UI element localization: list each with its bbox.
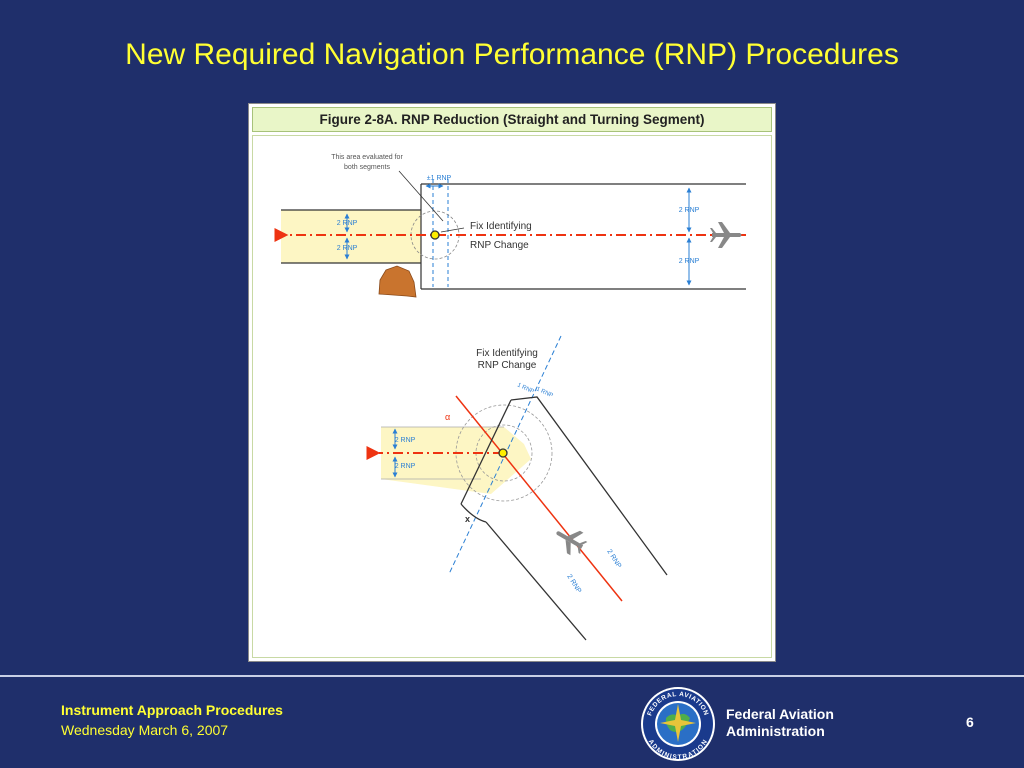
faa-name: Federal Aviation Administration [726,706,834,740]
slide-title: New Required Navigation Performance (RNP… [125,38,899,71]
label-2rnp-bottom-down: 2 RNP [395,463,416,470]
area-note-leader [398,170,444,222]
label-2rnp-left-down: 2 RNP [337,245,358,252]
label-2rnp-right-down: 2 RNP [679,258,700,265]
figure-inner-frame [252,135,772,658]
figure-panel: Figure 2-8A. RNP Reduction (Straight and… [248,103,776,662]
page-number: 6 [966,714,974,730]
turn-inner-edge [460,399,512,505]
footer-left: Instrument Approach Procedures Wednesday… [61,702,283,738]
straight-segment-diagram: This area evaluated for both segments ±1… [274,154,746,298]
turn-outer-edge [510,396,668,576]
area-note-line2: both segments [344,164,390,171]
label-2rnp-right-up: 2 RNP [679,207,700,214]
faa-name-line2: Administration [726,723,825,739]
fix-point-bottom [498,448,508,458]
fix-label-bottom-line1: Fix Identifying [476,348,538,359]
label-1rnp-top: ±1 RNP [427,175,452,182]
label-2rnp-turn-a: 2 RNP [605,548,622,569]
terrain-obstacle-icon [378,265,417,298]
label-1rnp-bottom-a: 1 RNP [516,382,535,395]
fix-label-top-line2: RNP Change [470,240,529,251]
alpha-angle-label: α [445,412,450,422]
turn-inner-curve [460,503,487,523]
aircraft-icon-top [710,222,742,248]
corridor-fill-bottom [381,427,531,494]
fix-point-top [430,230,440,240]
turning-segment-diagram: 2 RNP 2 RNP Fix Identifying RNP Change 1… [366,335,668,641]
turn-track [455,395,623,602]
fix-leader-top [440,227,465,233]
figure-header: Figure 2-8A. RNP Reduction (Straight and… [252,107,772,132]
faa-name-line1: Federal Aviation [726,706,834,722]
area-note-line1: This area evaluated for [331,154,403,161]
fix-label-top-line1: Fix Identifying [470,221,532,232]
corridor-fill-top [281,210,421,263]
label-2rnp-left-up: 2 RNP [337,220,358,227]
turn-inner-continuation [485,521,587,641]
footer-divider [0,675,1024,677]
footer-date: Wednesday March 6, 2007 [61,722,229,738]
fix-label-bottom-line2: RNP Change [478,360,537,371]
label-2rnp-turn-b: 2 RNP [565,573,582,594]
footer-title: Instrument Approach Procedures [61,702,283,718]
label-2rnp-bottom-up: 2 RNP [395,437,416,444]
x-mark-label: x [465,514,470,524]
rnp-diagram: This area evaluated for both segments ±1… [274,154,746,641]
aircraft-icon-bottom [556,530,588,556]
faa-seal-icon: FEDERAL AVIATION ADMINISTRATION [641,687,715,761]
